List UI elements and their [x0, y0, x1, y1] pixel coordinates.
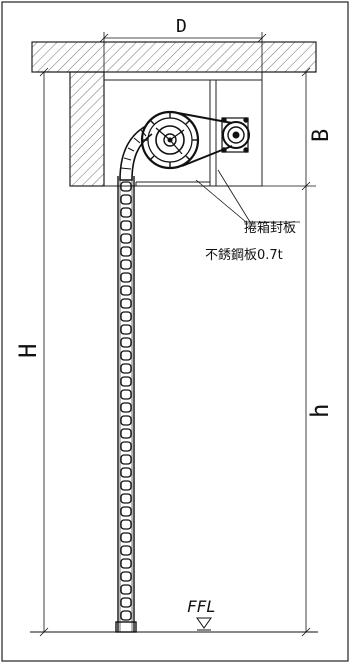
curtain-slat [120, 532, 132, 543]
curtain-slat [120, 493, 132, 504]
motor [221, 117, 250, 153]
curtain-slat [120, 233, 132, 244]
curtain-slat [120, 402, 132, 413]
curtain-slat [120, 597, 132, 608]
curtain-slat [120, 207, 132, 218]
stainless-plate-callout: 不銹鋼板0.7t [205, 248, 283, 263]
floor-level-triangle [196, 617, 212, 631]
curtain-slat [120, 272, 132, 283]
curtain-slat [120, 441, 132, 452]
roll-drum [140, 110, 200, 170]
shutter-box [103, 72, 263, 187]
curtain-slat [120, 428, 132, 439]
curtain-slat [120, 220, 132, 231]
curtain-slat [120, 337, 132, 348]
box-cover-callout: 捲箱封板 [244, 220, 296, 236]
curtain-slat [120, 246, 132, 257]
curtain-wrap-ticks [120, 129, 147, 170]
dimension-small-h [301, 186, 311, 637]
curtain-slat [120, 311, 132, 322]
curtain-slat [120, 363, 132, 374]
curtain-slat [120, 558, 132, 569]
curtain-slat [120, 571, 132, 582]
dimension-h-label: H [14, 344, 42, 358]
dimension-d [99, 32, 267, 72]
ceiling-slab [31, 41, 317, 73]
shutter-curtain [117, 176, 135, 632]
curtain-slat [120, 181, 132, 192]
curtain-slat [120, 298, 132, 309]
curtain-slat-group [120, 181, 132, 621]
curtain-slat [120, 584, 132, 595]
dimension-small-h-label: h [306, 404, 334, 418]
curtain-slat [120, 259, 132, 270]
callout-leaders [195, 169, 300, 223]
curtain-slat [120, 519, 132, 530]
curtain-slat [120, 415, 132, 426]
dimension-b [262, 67, 316, 191]
curtain-slat [120, 610, 132, 621]
curtain-wrap [119, 125, 153, 181]
floor-level-label: FFL [187, 597, 216, 616]
curtain-slat [120, 376, 132, 387]
dimension-h [36, 67, 70, 637]
curtain-slat [120, 324, 132, 335]
curtain-slat [120, 389, 132, 400]
dimension-d-label: D [176, 16, 187, 37]
curtain-slat [120, 285, 132, 296]
curtain-slat [120, 350, 132, 361]
curtain-slat [120, 194, 132, 205]
curtain-slat [120, 480, 132, 491]
bottom-bar [115, 621, 137, 633]
dimension-b-label: B [309, 129, 334, 142]
curtain-slat [120, 506, 132, 517]
curtain-slat [120, 454, 132, 465]
curtain-slat [120, 467, 132, 478]
wall-beam [69, 71, 105, 187]
curtain-slat [120, 545, 132, 556]
